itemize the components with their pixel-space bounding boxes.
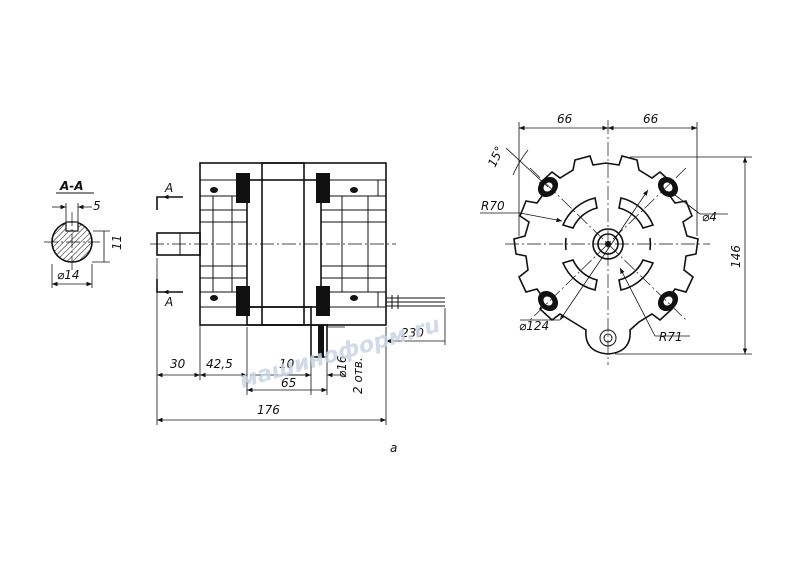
center-housing <box>246 179 322 308</box>
lead-wires <box>386 295 445 309</box>
dim-radius-r70: R70 <box>481 199 505 213</box>
section-mark-top-line <box>156 196 183 210</box>
dim-r70-leader <box>519 212 563 223</box>
dim-bolt-holes-count: 2 отв. <box>351 357 365 394</box>
dim-flat: 11 <box>110 235 124 250</box>
section-mark-bottom-line <box>156 279 183 293</box>
lug-bottom-left <box>537 290 559 312</box>
dim-half-right: 66 <box>643 112 659 126</box>
dim-15-leader <box>505 147 549 188</box>
dim-lead-length: 230 <box>401 326 424 340</box>
dim-radius-r71: R71 <box>659 330 683 344</box>
dim-half-left: 66 <box>557 112 573 126</box>
section-title: А-А <box>59 179 84 193</box>
bolt-top-left <box>236 173 250 203</box>
dim-shaft: 30 <box>170 357 186 371</box>
slot-bottom-left <box>561 259 598 291</box>
slot-top-left <box>561 197 598 229</box>
dim-bolt-hole: ⌀16 <box>335 355 349 378</box>
section-mark-bottom: А <box>164 295 173 309</box>
lug-top-right <box>657 176 679 198</box>
dim-overall: 176 <box>257 403 280 417</box>
side-view: А А 30 42,5 10 65 ⌀16 2 отв. 230 <box>150 162 446 425</box>
bolt-top-right <box>316 173 330 203</box>
right-fins <box>321 179 387 308</box>
dim-angle: 15° <box>485 144 507 169</box>
dim-bolt-span: 65 <box>281 376 296 390</box>
front-diagonal-1 <box>529 167 687 321</box>
rivet-1 <box>210 187 218 193</box>
dim-diameter: ⌀14 <box>57 268 80 282</box>
bolt-bottom-right <box>316 286 330 316</box>
rivet-2 <box>210 295 218 301</box>
dim-hole-small: ⌀4 <box>702 210 717 224</box>
front-view: 66 66 15° R70 ⌀4 ⌀124 R71 146 <box>480 112 752 365</box>
rivet-3 <box>350 187 358 193</box>
slot-bottom-right <box>618 259 655 291</box>
dim-15-arc <box>512 149 529 176</box>
front-diagonal-2 <box>529 167 687 321</box>
slot-top-right <box>618 197 655 229</box>
figure-caption: а <box>390 441 397 455</box>
dim-d4-leader <box>674 194 701 215</box>
dim-key-width: 5 <box>93 199 101 213</box>
dim-bolt-offset: 42,5 <box>206 357 233 371</box>
dim-height: 146 <box>729 245 743 268</box>
lug-bottom-right <box>657 290 679 312</box>
front-outline <box>513 155 699 355</box>
bolt-bottom-left <box>236 286 250 316</box>
section-view: А-А 5 11 ⌀14 <box>44 179 124 288</box>
bracket-hole <box>318 325 324 357</box>
dim-bolt-circle: ⌀124 <box>519 319 549 333</box>
dim-r71-leader <box>619 267 656 337</box>
rivet-4 <box>350 295 358 301</box>
section-mark-top: А <box>164 181 173 195</box>
dim-d124-line <box>559 189 649 321</box>
mount-plate <box>246 306 312 326</box>
dim-bolt-width: 10 <box>279 357 295 371</box>
